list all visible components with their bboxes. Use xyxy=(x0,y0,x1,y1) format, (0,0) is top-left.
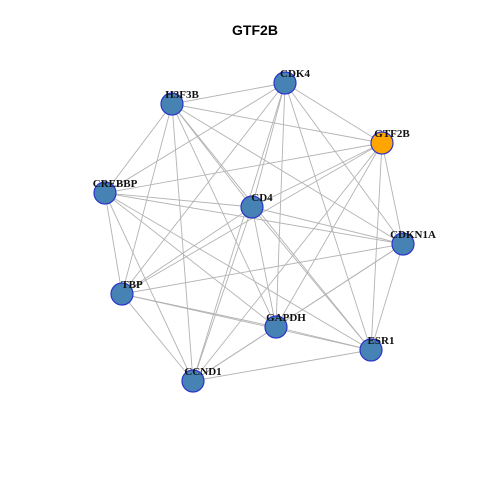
edges-layer xyxy=(104,82,404,382)
edge-gtf2b-gapdh xyxy=(275,142,383,328)
edge-cdk4-cd4 xyxy=(251,82,286,208)
node-crebbp[interactable]: CREBBP xyxy=(93,178,138,205)
edge-gapdh-ccnd1 xyxy=(192,326,277,382)
node-ccnd1[interactable]: CCND1 xyxy=(181,366,222,393)
edge-esr1-ccnd1 xyxy=(192,349,372,382)
node-circle[interactable] xyxy=(240,195,264,219)
edge-cd4-ccnd1 xyxy=(192,206,253,382)
edge-h3f3b-esr1 xyxy=(171,103,372,351)
node-circle[interactable] xyxy=(273,71,297,95)
edge-cdkn1a-esr1 xyxy=(370,243,404,351)
edge-crebbp-cd4 xyxy=(104,192,253,208)
edge-h3f3b-crebbp xyxy=(104,103,173,194)
edge-cdk4-cdkn1a xyxy=(284,82,404,245)
edge-cdk4-gtf2b xyxy=(284,82,383,144)
node-circle[interactable] xyxy=(359,338,383,362)
edge-gtf2b-cdkn1a xyxy=(381,142,404,245)
edge-cd4-tbp xyxy=(121,206,253,295)
node-tbp[interactable]: TBP xyxy=(110,279,143,306)
edge-cd4-esr1 xyxy=(251,206,372,351)
edge-crebbp-esr1 xyxy=(104,192,372,351)
edge-cd4-cdkn1a xyxy=(251,206,404,245)
edge-cd4-gapdh xyxy=(251,206,277,328)
node-label: GTF2B xyxy=(374,128,410,140)
node-label: ESR1 xyxy=(368,335,395,347)
node-circle[interactable] xyxy=(181,369,205,393)
edge-tbp-ccnd1 xyxy=(121,293,194,382)
edge-cdk4-ccnd1 xyxy=(192,82,286,382)
node-label: H3F3B xyxy=(165,89,199,101)
node-gtf2b[interactable]: GTF2B xyxy=(370,128,410,155)
edge-h3f3b-tbp xyxy=(121,103,173,295)
node-label: TBP xyxy=(121,279,143,291)
edge-h3f3b-ccnd1 xyxy=(171,103,194,382)
node-cdk4[interactable]: CDK4 xyxy=(273,68,310,95)
node-label: CDK4 xyxy=(280,68,310,80)
node-esr1[interactable]: ESR1 xyxy=(359,335,395,362)
edge-cdkn1a-tbp xyxy=(121,243,404,295)
node-cdkn1a[interactable]: CDKN1A xyxy=(390,229,436,256)
node-circle[interactable] xyxy=(93,181,117,205)
node-gapdh[interactable]: GAPDH xyxy=(264,312,306,339)
edge-cdk4-h3f3b xyxy=(171,82,286,105)
edge-cdk4-gapdh xyxy=(275,82,286,328)
edge-gtf2b-esr1 xyxy=(370,142,383,351)
node-cd4[interactable]: CD4 xyxy=(240,192,273,219)
node-circle[interactable] xyxy=(264,315,288,339)
node-circle[interactable] xyxy=(391,232,415,256)
node-h3f3b[interactable]: H3F3B xyxy=(160,89,199,116)
edge-gtf2b-cd4 xyxy=(251,142,383,208)
node-label: CCND1 xyxy=(184,366,221,378)
edge-crebbp-gapdh xyxy=(104,192,277,328)
edge-crebbp-tbp xyxy=(104,192,123,295)
edge-gtf2b-ccnd1 xyxy=(192,142,383,382)
graph-title: GTF2B xyxy=(232,22,278,38)
edge-cdk4-tbp xyxy=(121,82,286,295)
edge-h3f3b-gapdh xyxy=(171,103,277,328)
node-circle[interactable] xyxy=(110,282,134,306)
edge-gtf2b-crebbp xyxy=(104,142,383,194)
edge-h3f3b-cdkn1a xyxy=(171,103,404,245)
node-circle[interactable] xyxy=(160,92,184,116)
edge-cdk4-crebbp xyxy=(104,82,286,194)
node-label: CREBBP xyxy=(93,178,138,190)
node-label: GAPDH xyxy=(266,312,306,324)
edge-h3f3b-gtf2b xyxy=(171,103,383,144)
edge-gapdh-esr1 xyxy=(275,326,372,351)
node-circle[interactable] xyxy=(370,131,394,155)
node-label: CD4 xyxy=(251,192,273,204)
edge-tbp-esr1 xyxy=(121,293,372,351)
edge-crebbp-ccnd1 xyxy=(104,192,194,382)
node-label: CDKN1A xyxy=(390,229,436,241)
